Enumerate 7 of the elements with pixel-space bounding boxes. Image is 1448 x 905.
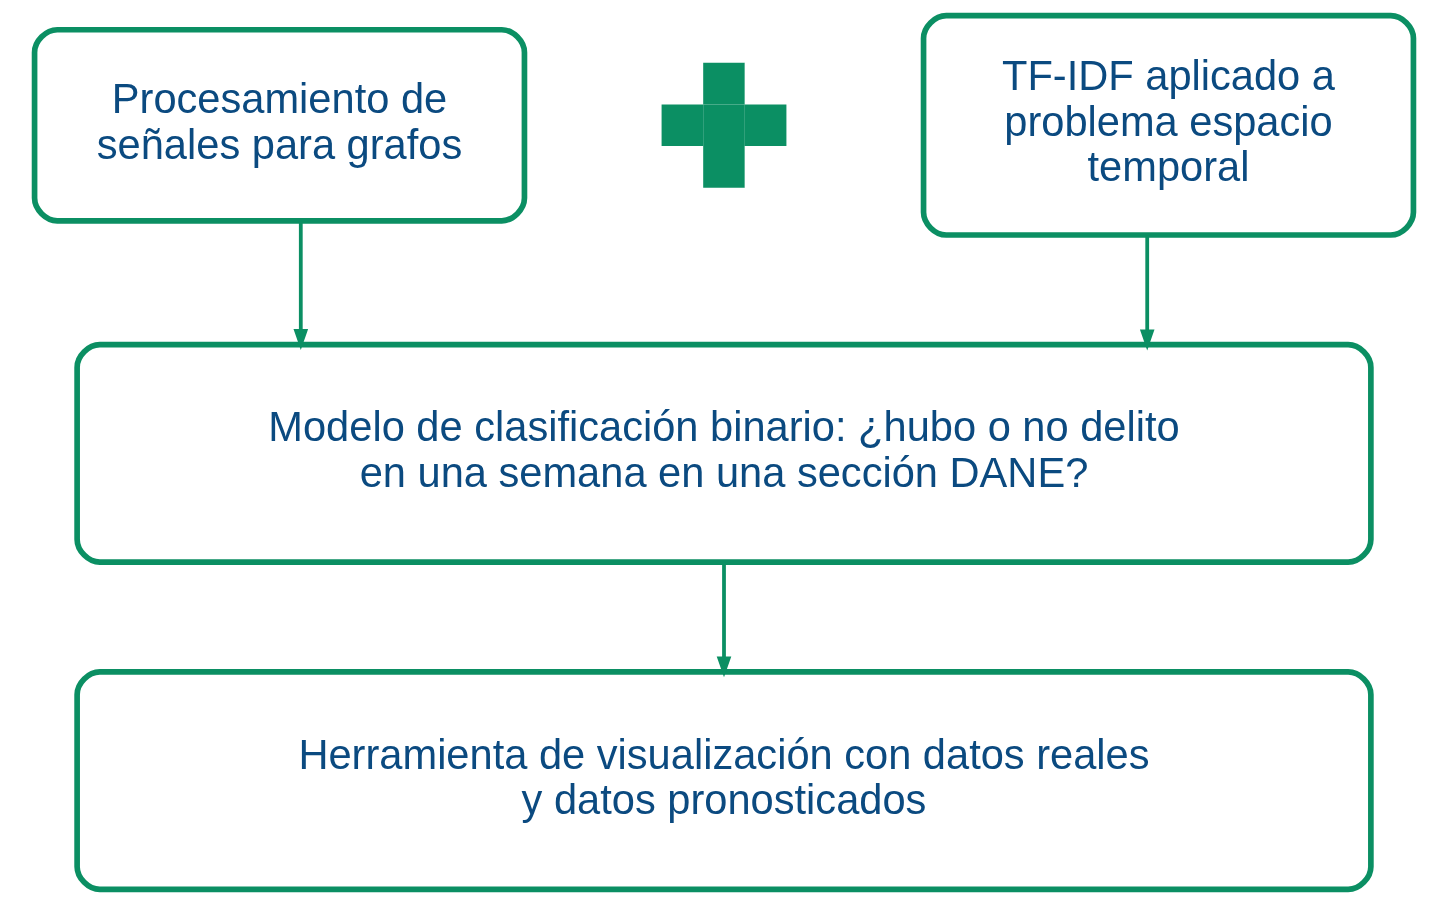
arrow: [716, 562, 732, 678]
node-box: Modelo de clasificación binario: ¿hubo o no delito en una semana en una sección DANE?: [74, 341, 1374, 566]
arrow: [293, 221, 309, 350]
node-box: Procesamiento de señales para grafos: [31, 26, 528, 224]
arrow: [1139, 235, 1155, 351]
node-box: Herramienta de visualización con datos reales y datos pronosticados: [74, 669, 1374, 893]
node-box: TF-IDF aplicado a problema espacio temporal: [920, 12, 1417, 238]
